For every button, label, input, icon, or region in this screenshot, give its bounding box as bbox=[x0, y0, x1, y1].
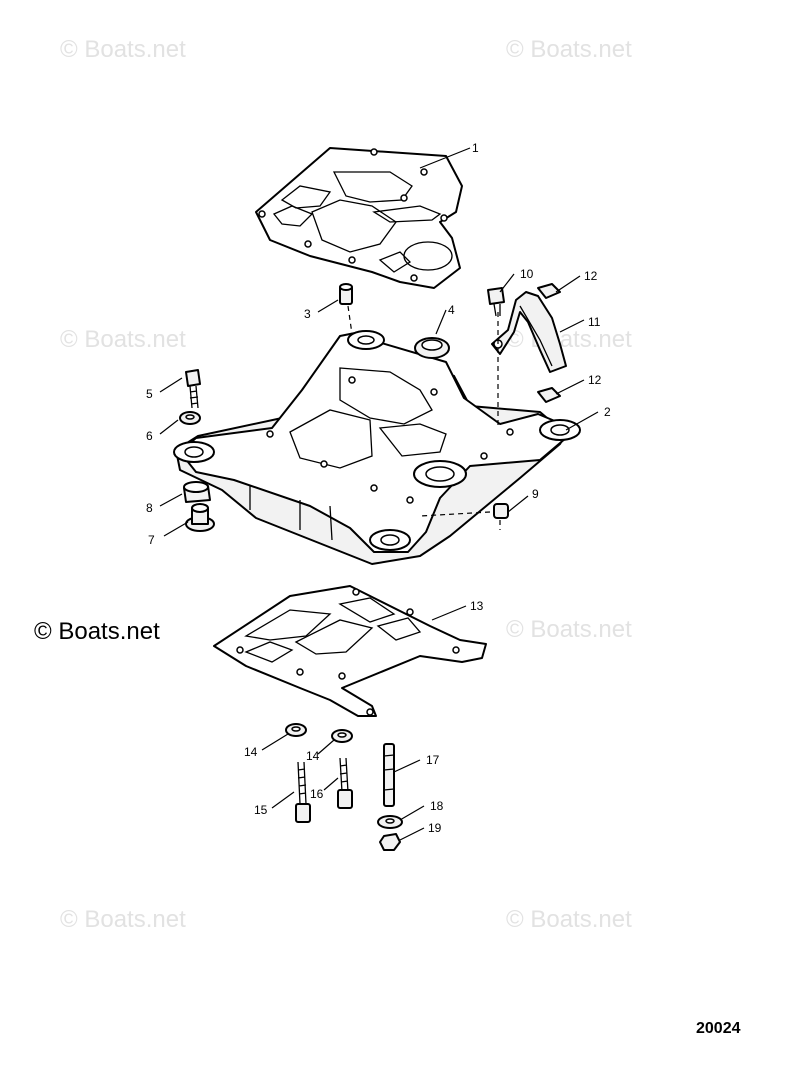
seal-part bbox=[414, 337, 450, 359]
clip-nut-upper-part bbox=[537, 283, 561, 299]
bolt-part-16 bbox=[337, 757, 353, 809]
watermark-lower-left: © Boats.net bbox=[34, 618, 160, 645]
watermark-mid-left: © Boats.net bbox=[60, 326, 186, 353]
dowel-pin-part bbox=[339, 283, 353, 335]
callout-5: 5 bbox=[146, 387, 153, 401]
washer-part-14a bbox=[285, 723, 307, 737]
nut-part bbox=[379, 833, 401, 851]
lower-gasket-part bbox=[213, 585, 487, 717]
top-gasket-part bbox=[255, 147, 463, 289]
callout-7: 7 bbox=[148, 533, 155, 547]
bolt-part-10 bbox=[487, 287, 505, 317]
bushing-part bbox=[185, 503, 215, 532]
callout-13: 13 bbox=[470, 599, 484, 613]
washer-part-18 bbox=[377, 815, 403, 829]
callout-15: 15 bbox=[254, 803, 268, 817]
callout-6: 6 bbox=[146, 429, 153, 443]
watermark-bottom-left: © Boats.net bbox=[60, 906, 186, 933]
washer-part-14b bbox=[331, 729, 353, 743]
callout-10: 10 bbox=[520, 267, 534, 281]
grommet-part bbox=[183, 481, 211, 503]
callout-12b: 12 bbox=[588, 373, 602, 387]
watermark-lower-right: © Boats.net bbox=[506, 616, 632, 643]
stud-part bbox=[383, 743, 395, 807]
callout-18: 18 bbox=[430, 799, 444, 813]
callout-4: 4 bbox=[448, 303, 455, 317]
callout-16: 16 bbox=[310, 787, 324, 801]
callout-14a: 14 bbox=[244, 745, 258, 759]
callout-labels: 1 2 3 4 5 6 7 8 9 10 11 12 12 13 14 14 1… bbox=[146, 141, 611, 835]
figure-number: 20024 bbox=[696, 1020, 741, 1037]
callout-1: 1 bbox=[472, 141, 479, 155]
callout-12a: 12 bbox=[584, 269, 598, 283]
callout-17: 17 bbox=[426, 753, 440, 767]
washer-part-6 bbox=[179, 411, 201, 425]
callout-9: 9 bbox=[532, 487, 539, 501]
callout-3: 3 bbox=[304, 307, 311, 321]
callout-11: 11 bbox=[588, 315, 601, 329]
callout-19: 19 bbox=[428, 821, 442, 835]
leader-lines bbox=[159, 147, 599, 841]
callout-2: 2 bbox=[604, 405, 611, 419]
bolt-part-15 bbox=[295, 761, 311, 823]
watermark-top-left: © Boats.net bbox=[60, 36, 186, 63]
callout-14b: 14 bbox=[306, 749, 320, 763]
watermark-bottom-right: © Boats.net bbox=[506, 906, 632, 933]
callout-8: 8 bbox=[146, 501, 153, 515]
watermark-mid-right: © Boats.net bbox=[506, 326, 632, 353]
adapter-plate-part bbox=[173, 330, 581, 565]
bracket-part bbox=[491, 291, 567, 373]
watermark-top-right: © Boats.net bbox=[506, 36, 632, 63]
plug-part bbox=[419, 503, 509, 530]
screw-part-5 bbox=[185, 369, 201, 409]
clip-nut-lower-part bbox=[537, 387, 561, 403]
